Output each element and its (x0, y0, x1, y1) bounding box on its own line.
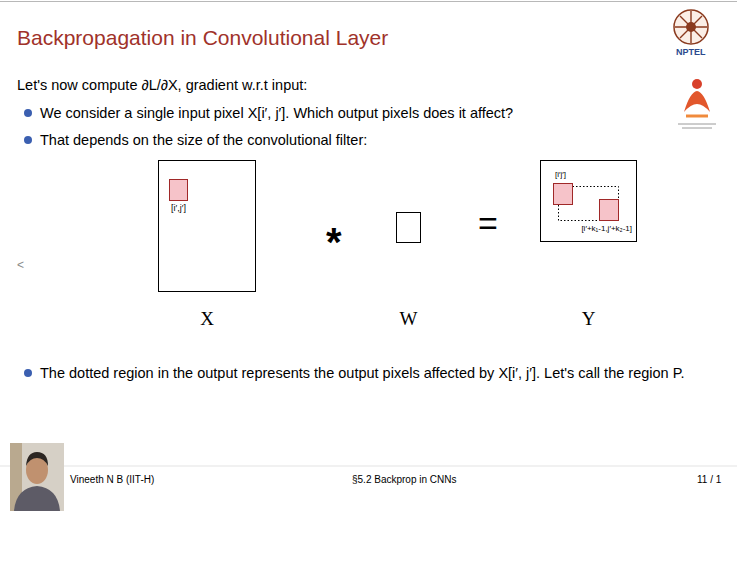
bullet-dot (24, 136, 32, 144)
logo-subtext (678, 124, 716, 128)
webcam-inset (10, 443, 64, 511)
logo-ring (674, 10, 708, 44)
pixel-index: [i′,j′] (171, 204, 186, 214)
logo-base (686, 115, 708, 118)
pixel-index: [i′j′] (555, 171, 566, 180)
webcam-background (10, 443, 64, 511)
output-pixel: [i′+k₁-1,j′+k₂-1] (599, 199, 619, 221)
person-shirt (14, 486, 60, 511)
logo-text: NPTEL (676, 47, 706, 58)
logo-spokes (675, 11, 707, 43)
matrix-label: Y (582, 309, 596, 330)
input-pixel: [i′,j′] (169, 179, 188, 201)
bullet-text: The dotted region in the output represen… (40, 363, 720, 385)
matrix-label: W (400, 309, 418, 330)
pixel-index: [i′+k₁-1,j′+k₂-1] (581, 225, 632, 234)
logo-body (684, 91, 710, 112)
page-number: 11 / 1 (697, 474, 721, 487)
nptel-logo (674, 10, 708, 44)
person-hair (26, 452, 48, 466)
convolution-operator: * (326, 222, 342, 262)
slide-title: Backpropagation in Convolutional Layer (17, 25, 388, 51)
footer-section: §5.2 Backprop in CNNs (352, 474, 457, 487)
output-pixel: [i′j′] (553, 183, 573, 205)
intro-text: Let's now compute ∂L/∂X, gradient w.r.t … (17, 76, 307, 94)
top-rule (0, 1, 737, 2)
matrix-label: X (200, 309, 214, 330)
bullet-dot (24, 369, 32, 377)
nav-arrow: < (17, 258, 24, 273)
bullet-text: That depends on the size of the convolut… (40, 131, 367, 149)
equals-sign: = (478, 206, 498, 240)
bullet-text: We consider a single input pixel X[i′, j… (40, 104, 513, 122)
input-matrix: X[i′,j′] (158, 160, 256, 292)
bullet-dot (24, 109, 32, 117)
footer-rule (0, 466, 737, 467)
output-matrix: Y[i′j′][i′+k₁-1,j′+k₂-1] (540, 160, 637, 242)
iith-logo (678, 79, 716, 128)
filter-matrix: W (396, 212, 421, 243)
logo-head (692, 79, 702, 89)
footer-author: Vineeth N B (IIT-H) (70, 474, 154, 487)
